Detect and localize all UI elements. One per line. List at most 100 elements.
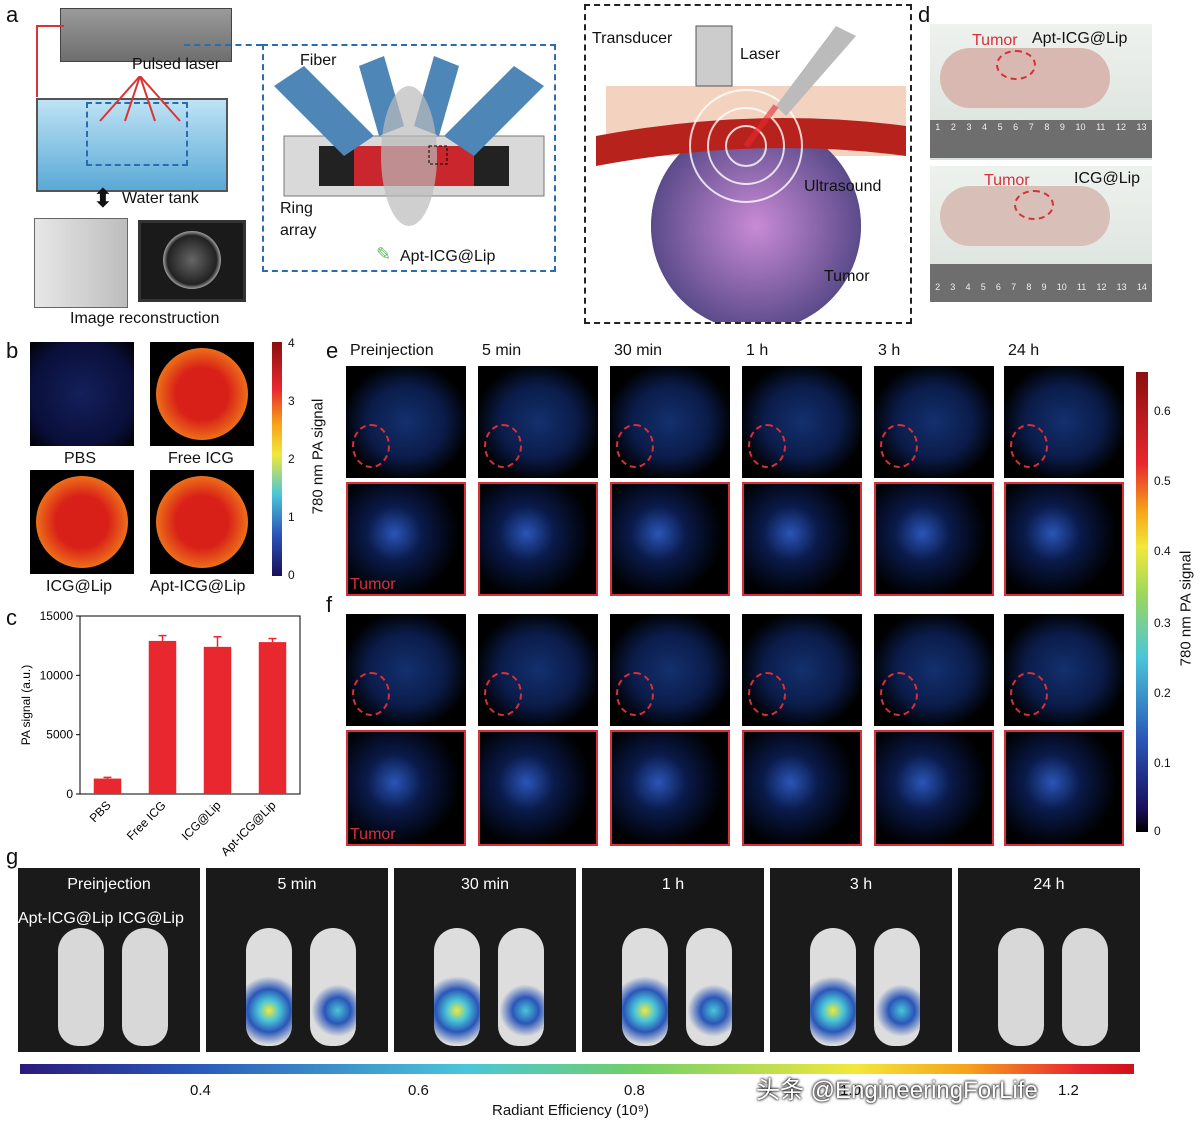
tumor-roi-circle (1010, 672, 1048, 716)
panel-label-f: f (326, 592, 333, 617)
pa-section-image (1004, 366, 1124, 478)
tumor-roi-circle (484, 672, 522, 716)
plot-frame (79, 615, 301, 795)
colorbar-b-tick: 1 (288, 510, 295, 524)
colorbar-ef-tick: 0.5 (1154, 474, 1171, 488)
water-tank (36, 98, 228, 192)
pa-section-image (610, 366, 730, 478)
tumor-roi-circle (616, 672, 654, 716)
y-tick-label: 0 (66, 787, 73, 801)
timepoint-label-g: 3 h (849, 876, 873, 893)
mouse-silhouette (1062, 928, 1108, 1046)
array-label: array (280, 222, 317, 239)
ruler-tick: 7 (1028, 122, 1034, 132)
mouse-photo-2 (930, 166, 1152, 302)
well-label-free-icg: Free ICG (168, 450, 234, 467)
well-icg-lip (30, 470, 134, 574)
ruler-tick: 3 (966, 122, 972, 132)
ring-label: Ring (280, 200, 313, 217)
pa-zoom-image (478, 730, 598, 846)
water-tank-label: Water tank (122, 190, 199, 207)
mouse-photo-1 (930, 24, 1152, 160)
timepoint-label-ef: 5 min (482, 342, 522, 359)
ruler-tick: 4 (965, 282, 971, 292)
ultrasound-label: Ultrasound (804, 178, 882, 195)
ring-array-box (262, 44, 556, 272)
colorbar-ef (1136, 372, 1148, 832)
pa-zoom-image (478, 482, 598, 596)
timepoint-label-ef: 24 h (1008, 342, 1040, 359)
pa-zoom-image (742, 482, 862, 596)
tumor-roi-circle (616, 424, 654, 468)
tumor-roi-circle (484, 424, 522, 468)
bar (258, 642, 287, 794)
tumor-roi-circle (748, 672, 786, 716)
pa-section-image (1004, 614, 1124, 726)
pa-section-image (874, 614, 994, 726)
well-label-icg-lip: ICG@Lip (46, 578, 113, 595)
ruler-tick: 9 (1059, 122, 1065, 132)
pa-section-image (742, 366, 862, 478)
ruler-tick: 13 (1116, 282, 1127, 292)
colorbar-g (20, 1064, 1134, 1074)
colorbar-ef-tick: 0.3 (1154, 616, 1171, 630)
colorbar-g-tick: 0.4 (190, 1082, 211, 1099)
timepoint-label-g: 24 h (1033, 876, 1065, 893)
pa-zoom-image (610, 482, 730, 596)
ruler-tick: 2 (950, 122, 956, 132)
colorbar-ef-tick: 0 (1154, 824, 1161, 838)
fluorescence-image (18, 868, 200, 1052)
well-label-apt-icg-lip: Apt-ICG@Lip (150, 578, 246, 595)
tumor-roi-circle (352, 424, 390, 468)
mouse-silhouette (434, 928, 480, 1046)
colorbar-g-tick: 1.2 (1058, 1082, 1079, 1099)
pulsed-laser-label: Pulsed laser (132, 56, 221, 73)
x-tick-label: ICG@Lip (179, 798, 224, 843)
mouse-silhouette (246, 928, 292, 1046)
apt-icg-lip-label-d: Apt-ICG@Lip (1032, 30, 1128, 47)
ruler-tick: 10 (1075, 122, 1086, 132)
fluorescence-image (770, 868, 952, 1052)
computer-monitor (138, 220, 246, 302)
image-reconstruction-label: Image reconstruction (70, 310, 220, 327)
ruler-tick: 6 (1013, 122, 1019, 132)
colorbar-b-tick: 4 (288, 336, 295, 350)
ruler-tick: 6 (995, 282, 1001, 292)
timepoint-label-ef: 1 h (746, 342, 769, 359)
ruler-tick: 5 (997, 122, 1003, 132)
water-tank-dashed-box (86, 102, 188, 166)
x-tick-label: Free ICG (124, 798, 169, 843)
timepoint-label-ef: 3 h (878, 342, 901, 359)
timepoint-label-g: 1 h (661, 876, 685, 893)
mouse-labels-g: Apt-ICG@Lip ICG@Lip (18, 910, 184, 927)
ruler-tick: 1 (935, 122, 941, 132)
syringe-icon: ✎ (376, 244, 392, 264)
colorbar-ef-tick: 0.2 (1154, 686, 1171, 700)
icg-lip-label-d: ICG@Lip (1074, 170, 1141, 187)
pa-section-image (346, 366, 466, 478)
y-tick-label: 10000 (40, 668, 74, 682)
ruler-tick: 4 (982, 122, 988, 132)
timepoint-label-g: 5 min (277, 876, 317, 893)
mouse-silhouette (622, 928, 668, 1046)
panel-label-e: e (326, 338, 339, 363)
timepoint-label-ef: Preinjection (350, 342, 434, 359)
pa-zoom-image (742, 730, 862, 846)
well-apt-icg-lip (150, 470, 254, 574)
bar (93, 778, 122, 794)
panel-label-d: d (918, 2, 931, 27)
ruler-tick: 7 (1011, 282, 1017, 292)
tumor-label-d1: Tumor (972, 32, 1018, 49)
y-tick-label: 5000 (46, 728, 73, 742)
y-axis-label: PA signal (a.u.) (19, 665, 33, 745)
tumor-detail-box (584, 4, 912, 324)
fluorescence-image (206, 868, 388, 1052)
panel-label-c: c (6, 605, 17, 630)
ruler-tick: 5 (980, 282, 986, 292)
ruler-tick: 9 (1041, 282, 1047, 292)
computer-tower (34, 218, 128, 308)
colorbar-b (272, 342, 282, 576)
colorbar-ef-tick: 0.6 (1154, 404, 1171, 418)
